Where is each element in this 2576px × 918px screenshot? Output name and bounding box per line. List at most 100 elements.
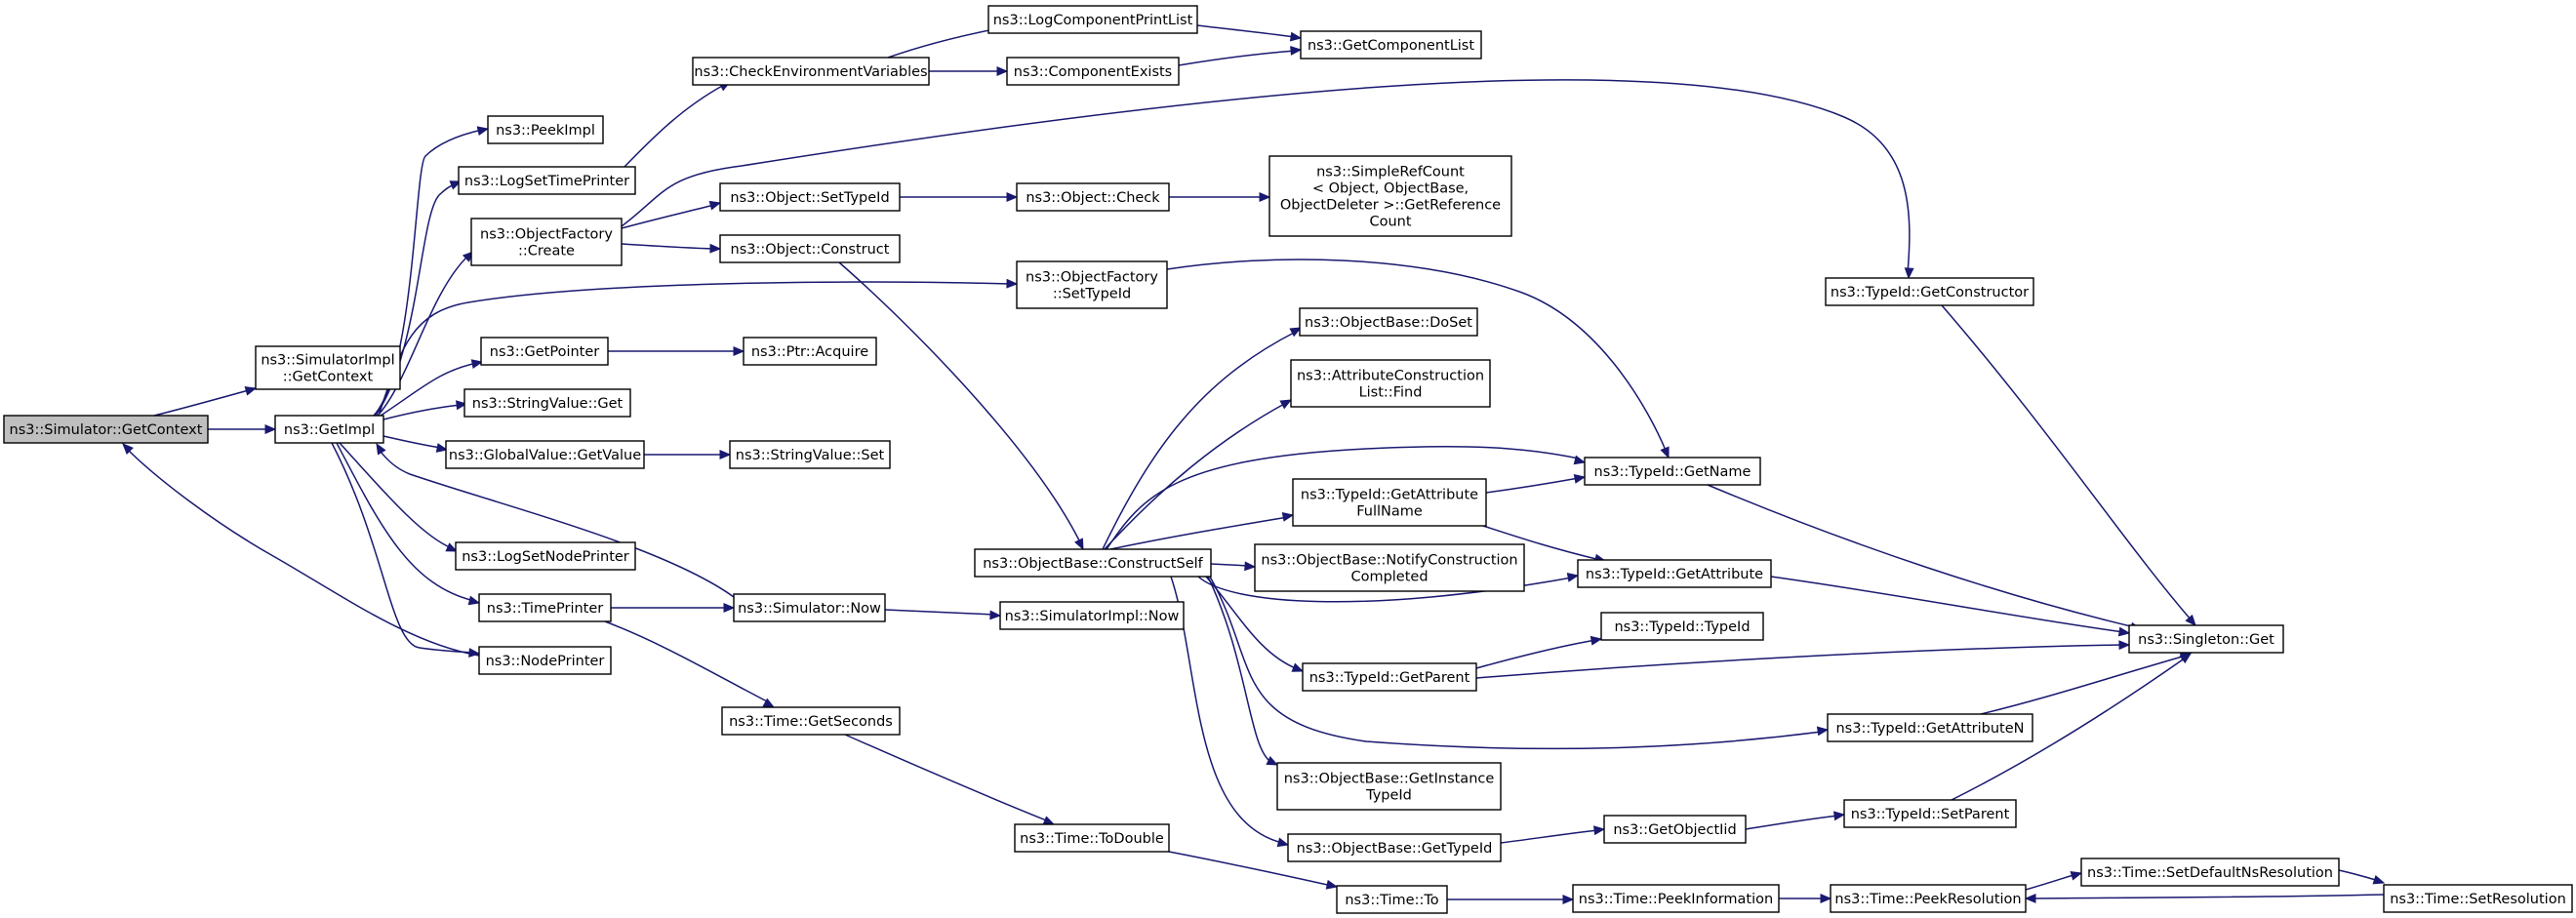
edge-get_impl-to-time_printer xyxy=(336,442,481,606)
arrowhead xyxy=(1291,662,1305,672)
node-log-set-time-printer[interactable]: ns3::LogSetTimePrinter xyxy=(458,166,636,195)
node-box xyxy=(478,646,612,675)
node-label: ns3::TypeId::GetAttribute xyxy=(1586,567,1763,582)
edge-get_impl-to-log_set_node_printer xyxy=(339,442,459,552)
node-time-printer[interactable]: ns3::TimePrinter xyxy=(478,593,612,622)
edge-line xyxy=(153,387,257,417)
node-time-to-double[interactable]: ns3::Time::ToDouble xyxy=(1014,823,1170,853)
arrowhead xyxy=(435,443,449,453)
node-typeid-get-parent[interactable]: ns3::TypeId::GetParent xyxy=(1302,662,1477,692)
edge-line xyxy=(1485,477,1580,494)
arrowhead xyxy=(467,595,481,606)
node-simulator-impl-now[interactable]: ns3::SimulatorImpl::Now xyxy=(999,601,1185,630)
node-label: ::Create xyxy=(518,244,575,259)
node-label: ns3::TimePrinter xyxy=(487,601,604,617)
node-check-env-vars[interactable]: ns3::CheckEnvironmentVariables xyxy=(692,57,930,86)
node-object-base-construct-self[interactable]: ns3::ObjectBase::ConstructSelf xyxy=(974,548,1212,578)
node-box xyxy=(274,415,384,444)
node-time-peek-information[interactable]: ns3::Time::PeekInformation xyxy=(1572,884,1780,913)
node-log-set-node-printer[interactable]: ns3::LogSetNodePrinter xyxy=(455,541,636,571)
node-global-value-get-value[interactable]: ns3::GlobalValue::GetValue xyxy=(445,440,645,469)
node-label: ns3::ComponentExists xyxy=(1014,64,1173,80)
node-string-value-get[interactable]: ns3::StringValue::Get xyxy=(463,388,631,418)
node-typeid-typeid[interactable]: ns3::TypeId::TypeId xyxy=(1600,612,1764,641)
node-label: ObjectDeleter >::GetReference xyxy=(1280,198,1501,214)
arrowhead xyxy=(1290,45,1303,56)
node-box xyxy=(987,5,1198,34)
node-box xyxy=(974,548,1212,578)
edge-object_construct-to-object_base_construct_self xyxy=(838,261,1084,551)
node-typeid-get-name[interactable]: ns3::TypeId::GetName xyxy=(1584,457,1761,486)
edge-line xyxy=(1168,851,1333,887)
node-typeid-get-attribute-n[interactable]: ns3::TypeId::GetAttributeN xyxy=(1827,713,2033,742)
node-ptr-acquire[interactable]: ns3::Ptr::Acquire xyxy=(743,337,877,366)
node-label: ns3::SimpleRefCount xyxy=(1316,165,1465,180)
node-time-set-default-ns-resolution[interactable]: ns3::Time::SetDefaultNsResolution xyxy=(2080,858,2340,887)
node-string-value-set[interactable]: ns3::StringValue::Set xyxy=(729,440,891,469)
node-simple-ref-count[interactable]: ns3::SimpleRefCount< Object, ObjectBase,… xyxy=(1268,155,1512,237)
arrowhead xyxy=(1573,473,1587,484)
node-box xyxy=(733,593,886,622)
edge-get_impl-to-get_pointer xyxy=(380,359,484,417)
arrowhead xyxy=(376,442,386,456)
node-node-printer[interactable]: ns3::NodePrinter xyxy=(478,646,612,675)
edge-line xyxy=(1196,24,1296,38)
node-box xyxy=(1843,799,2017,828)
node-box xyxy=(1827,713,2033,742)
node-box xyxy=(1336,885,1448,914)
node-label: ns3::ObjectFactory xyxy=(1026,270,1158,286)
edge-log_set_time_printer-to-check_env_vars xyxy=(624,81,732,168)
node-simimpl-get-context[interactable]: ns3::SimulatorImpl::GetContext xyxy=(255,345,401,390)
edge-line xyxy=(336,442,475,602)
node-object-base-do-set[interactable]: ns3::ObjectBase::DoSet xyxy=(1299,307,1478,337)
node-object-check[interactable]: ns3::Object::Check xyxy=(1016,182,1170,212)
node-get-pointer[interactable]: ns3::GetPointer xyxy=(480,337,609,366)
node-get-context[interactable]: ns3::Simulator::GetContext xyxy=(3,415,209,444)
node-time-set-resolution[interactable]: ns3::Time::SetResolution xyxy=(2383,884,2573,913)
node-label: ::SetTypeId xyxy=(1053,287,1131,302)
node-box xyxy=(478,593,612,622)
node-object-base-get-typeid[interactable]: ns3::ObjectBase::GetTypeId xyxy=(1287,833,1502,862)
node-label: ns3::LogSetNodePrinter xyxy=(462,549,629,565)
node-peek-impl[interactable]: ns3::PeekImpl xyxy=(487,115,604,144)
node-object-factory-create[interactable]: ns3::ObjectFactory::Create xyxy=(470,218,623,266)
node-log-component-print-list[interactable]: ns3::LogComponentPrintList xyxy=(987,5,1198,34)
node-get-object-iid[interactable]: ns3::GetObjectIid xyxy=(1603,815,1747,844)
node-time-to[interactable]: ns3::Time::To xyxy=(1336,885,1448,914)
node-object-set-type-id[interactable]: ns3::Object::SetTypeId xyxy=(719,182,901,212)
arrowhead xyxy=(476,126,490,137)
edge-get_context-to-get_impl xyxy=(208,424,277,434)
node-object-base-notify-construction-completed[interactable]: ns3::ObjectBase::NotifyConstructionCompl… xyxy=(1254,543,1525,592)
node-typeid-get-attribute[interactable]: ns3::TypeId::GetAttribute xyxy=(1577,559,1772,588)
node-typeid-set-parent[interactable]: ns3::TypeId::SetParent xyxy=(1843,799,2017,828)
arrowhead xyxy=(2185,614,2196,626)
arrowhead xyxy=(996,66,1009,76)
node-box xyxy=(1268,155,1512,237)
node-label: < Object, ObjectBase, xyxy=(1312,181,1469,197)
arrowhead xyxy=(1325,879,1339,890)
node-box xyxy=(1006,57,1180,86)
node-time-peek-resolution[interactable]: ns3::Time::PeekResolution xyxy=(1830,884,2027,913)
node-component-exists[interactable]: ns3::ComponentExists xyxy=(1006,57,1180,86)
node-simulator-now[interactable]: ns3::Simulator::Now xyxy=(733,593,886,622)
node-object-construct[interactable]: ns3::Object::Construct xyxy=(719,234,901,263)
edge-line xyxy=(1707,484,2136,628)
arrowhead xyxy=(264,424,277,434)
node-object-factory-set-type-id[interactable]: ns3::ObjectFactory::SetTypeId xyxy=(1016,260,1168,309)
node-singleton-get[interactable]: ns3::Singleton::Get xyxy=(2128,624,2284,654)
node-box xyxy=(445,440,645,469)
node-get-component-list[interactable]: ns3::GetComponentList xyxy=(1300,30,1482,60)
node-typeid-get-constructor[interactable]: ns3::TypeId::GetConstructor xyxy=(1825,277,2034,306)
node-label: ns3::PeekImpl xyxy=(496,123,595,139)
edge-get_object_iid-to-typeid_set_parent xyxy=(1745,811,1846,830)
edge-line xyxy=(1482,525,1601,561)
node-time-get-seconds[interactable]: ns3::Time::GetSeconds xyxy=(721,706,901,736)
edge-get_impl-to-object_factory_create xyxy=(377,251,474,417)
node-get-impl[interactable]: ns3::GetImpl xyxy=(274,415,384,444)
edge-time_get_seconds-to-time_to_double xyxy=(844,734,1056,825)
edge-object_base_construct_self-to-object_base_do_set xyxy=(1102,327,1303,550)
edge-line xyxy=(621,243,715,250)
